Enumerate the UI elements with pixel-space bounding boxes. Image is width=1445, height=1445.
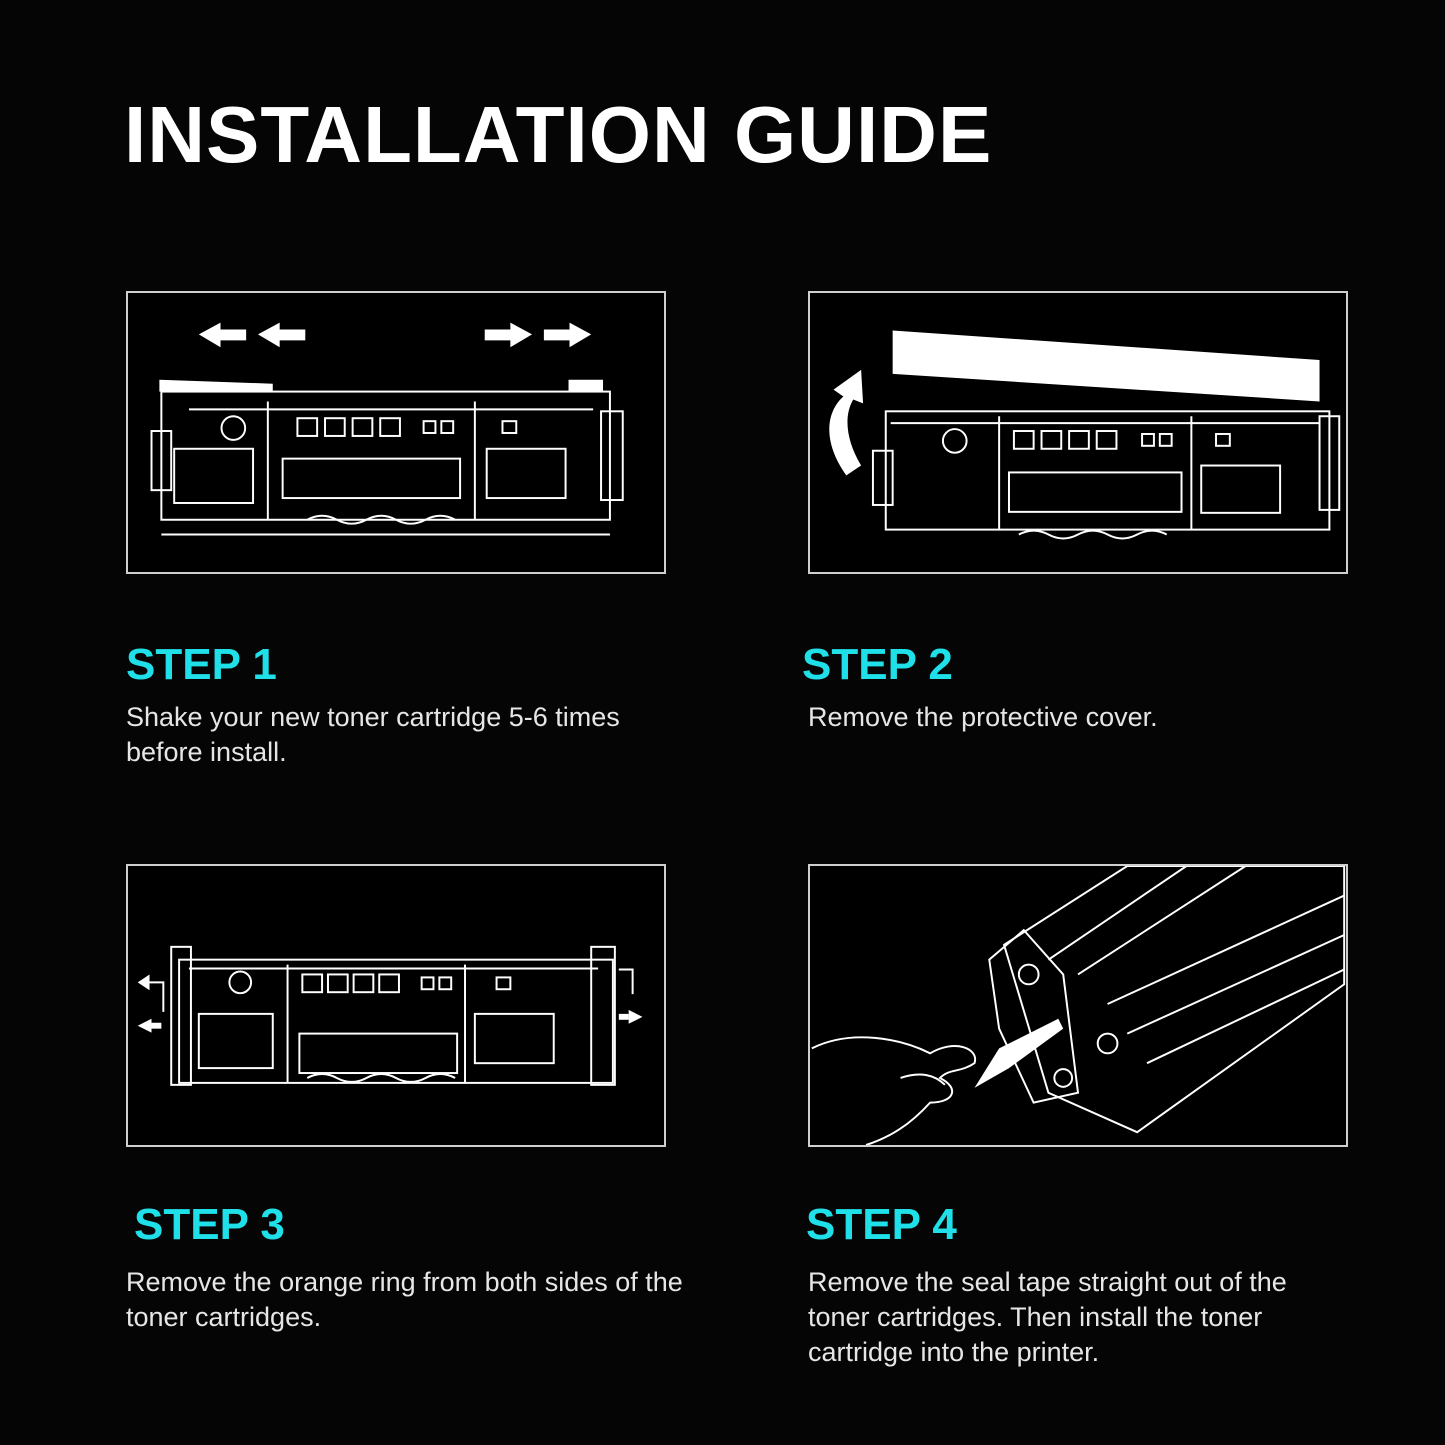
cartridge-shake-drawing [150,322,624,536]
step-1-description: Shake your new toner cartridge 5-6 times… [126,702,620,767]
arrow-right-icon [484,322,592,348]
curved-arrow-up-icon [829,369,864,476]
step-3-description: Remove the orange ring from both sides o… [126,1267,683,1332]
toner-cartridge-icon [150,379,624,536]
seal-tape-icon [974,1018,1064,1088]
step-2-illustration [808,291,1348,574]
arrow-right-icon [618,968,643,1024]
toner-cartridge-icon [170,945,616,1086]
step-1-illustration [126,291,666,574]
page-title: INSTALLATION GUIDE [124,90,993,179]
step-3-label: STEP 3 [134,1200,285,1249]
seal-tape-drawing [811,866,1346,1145]
step-4-label: STEP 4 [806,1200,957,1249]
toner-cartridge-icon [871,410,1341,540]
ring-removal-drawing [137,945,643,1086]
step-1-label: STEP 1 [126,640,277,689]
step-2-description: Remove the protective cover. [808,702,1158,732]
arrow-left-icon [198,322,306,348]
step-4-illustration [808,864,1348,1147]
hand-icon [811,1036,977,1145]
step-2-label: STEP 2 [802,640,953,689]
cover-removal-drawing [829,330,1341,540]
protective-cover-icon [892,330,1320,402]
toner-cartridge-icon [988,866,1346,1134]
arrow-left-icon [137,974,165,1033]
step-4-description: Remove the seal tape straight out of the… [808,1267,1287,1367]
step-3-illustration [126,864,666,1147]
